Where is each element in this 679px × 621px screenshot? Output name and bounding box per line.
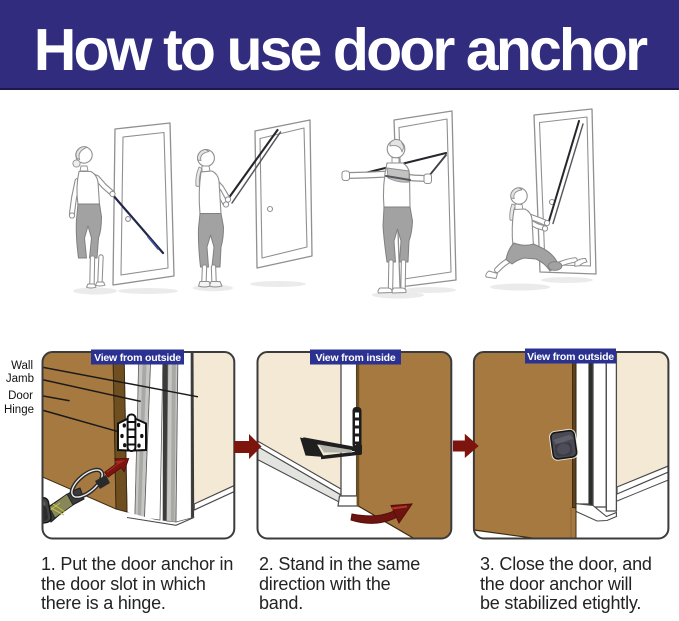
svg-text:Jamb: Jamb xyxy=(6,373,34,385)
svg-text:Door: Door xyxy=(8,390,33,402)
svg-text:View from inside: View from inside xyxy=(315,352,395,364)
svg-text:View from outside: View from outside xyxy=(94,352,181,364)
svg-text:View from outside: View from outside xyxy=(527,351,614,363)
svg-text:Wall: Wall xyxy=(11,360,33,372)
svg-text:Hinge: Hinge xyxy=(4,404,34,416)
